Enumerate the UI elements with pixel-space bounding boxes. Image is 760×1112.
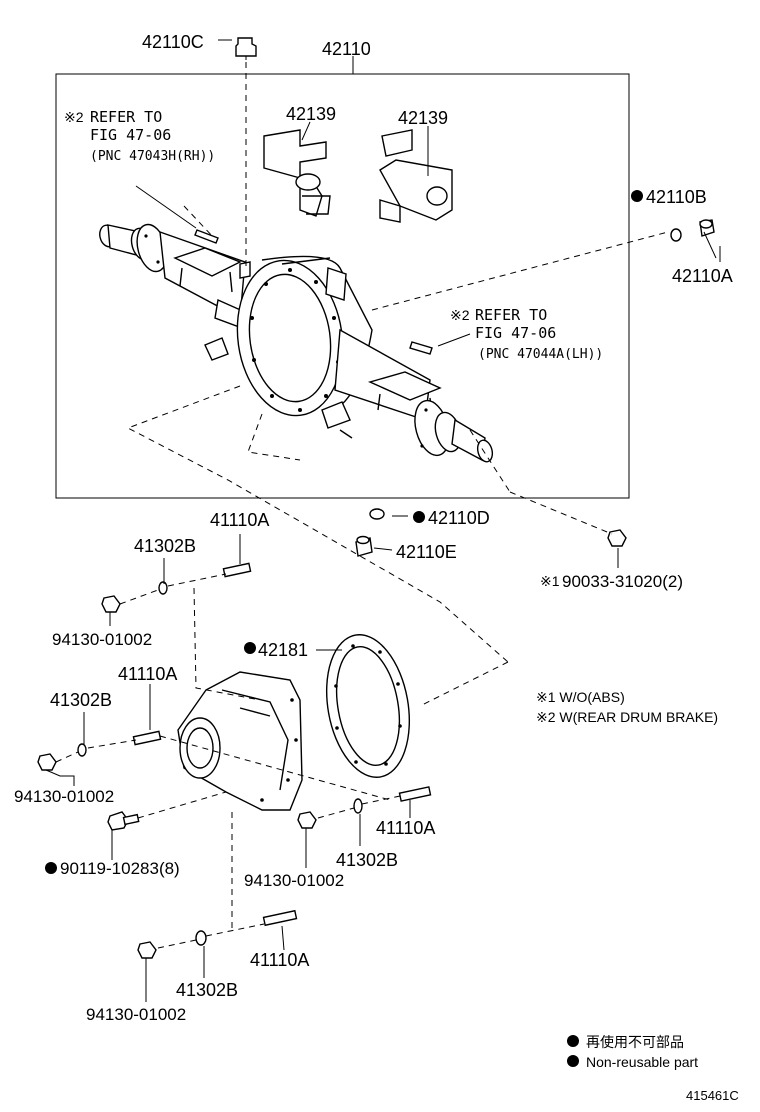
axle-housing-drawing (99, 223, 494, 463)
washer-41302B-1 (158, 581, 168, 595)
label-42110E: 42110E (396, 542, 457, 562)
nut-94130-1 (101, 595, 121, 613)
label-41110A-1: 41110A (210, 510, 269, 530)
refer-left-mark: ※2 (64, 109, 84, 125)
label-41110A-4: 41110A (250, 950, 309, 970)
refer-left-line3: (PNC 47043H(RH)) (90, 149, 215, 164)
plug-42110A (699, 219, 715, 237)
differential-carrier (177, 671, 303, 811)
refer-left-line1: REFER TO (90, 108, 162, 126)
stud-41110A-1 (222, 562, 252, 578)
refer-right-line2: FIG 47-06 (475, 324, 556, 342)
bolt-90119 (107, 811, 140, 831)
gasket-42110B (670, 228, 682, 242)
label-42110D: 42110D (428, 508, 490, 528)
washer-41302B-3 (353, 798, 363, 814)
label-42139-left: 42139 (286, 104, 336, 124)
label-42110: 42110 (322, 39, 371, 59)
label-94130-3: 94130-01002 (244, 871, 344, 890)
plug-42110E (355, 535, 373, 557)
refer-right-line3: (PNC 47044A(LH)) (478, 347, 603, 362)
label-41302B-4: 41302B (176, 980, 238, 1000)
non-reusable-marker-42110D (413, 511, 425, 523)
legend-line-jp: 再使用不可部品 (586, 1034, 684, 1050)
label-42110A: 42110A (672, 266, 733, 286)
bracket-42139-left (263, 129, 331, 217)
refer-right-line1: REFER TO (475, 306, 547, 324)
nut-90033 (607, 529, 627, 547)
label-90033: 90033-31020(2) (562, 572, 683, 591)
non-reusable-marker-42110B (631, 190, 643, 202)
label-41302B-1: 41302B (134, 536, 196, 556)
legend-line-en: Non-reusable part (586, 1054, 698, 1070)
label-42110B: 42110B (646, 187, 707, 207)
footnote-1: ※1 W/O(ABS) (536, 689, 625, 705)
legend-marker-jp (567, 1035, 579, 1047)
label-41110A-2: 41110A (118, 664, 177, 684)
bracket-42139-right (379, 129, 453, 223)
label-94130-4: 94130-01002 (86, 1005, 186, 1024)
nut-94130-2 (37, 753, 57, 771)
washer-41302B-4 (195, 930, 207, 946)
non-reusable-marker-42181 (244, 642, 256, 654)
non-reusable-marker-90119 (45, 862, 57, 874)
axle-housing-frame (55, 73, 630, 499)
washer-41302B-2 (77, 743, 87, 757)
breather-plug-42110C (235, 37, 257, 60)
refer-left-line2: FIG 47-06 (90, 126, 171, 144)
gasket-42110D (369, 508, 385, 520)
nut-94130-4 (137, 941, 157, 959)
stud-41110A-2 (132, 730, 162, 746)
label-94130-2: 94130-01002 (14, 787, 114, 806)
footnote-2: ※2 W(REAR DRUM BRAKE) (536, 709, 718, 725)
label-42110C: 42110C (142, 32, 204, 52)
legend-marker-en (567, 1055, 579, 1067)
label-41302B-3: 41302B (336, 850, 398, 870)
gasket-42181 (325, 634, 411, 778)
stud-41110A-3 (398, 786, 432, 802)
label-90119: 90119-10283(8) (60, 859, 180, 878)
mark-1: ※1 (540, 573, 560, 589)
label-94130-1: 94130-01002 (52, 630, 152, 649)
leader-lines (45, 39, 721, 1002)
refer-right-mark: ※2 (450, 307, 470, 323)
figure-code: 415461C (686, 1088, 739, 1103)
label-42181: 42181 (258, 640, 308, 660)
label-42139-right: 42139 (398, 108, 448, 128)
label-41302B-2: 41302B (50, 690, 112, 710)
nut-94130-3 (297, 811, 317, 829)
stud-41110A-4 (262, 909, 298, 927)
label-41110A-3: 41110A (376, 818, 435, 838)
